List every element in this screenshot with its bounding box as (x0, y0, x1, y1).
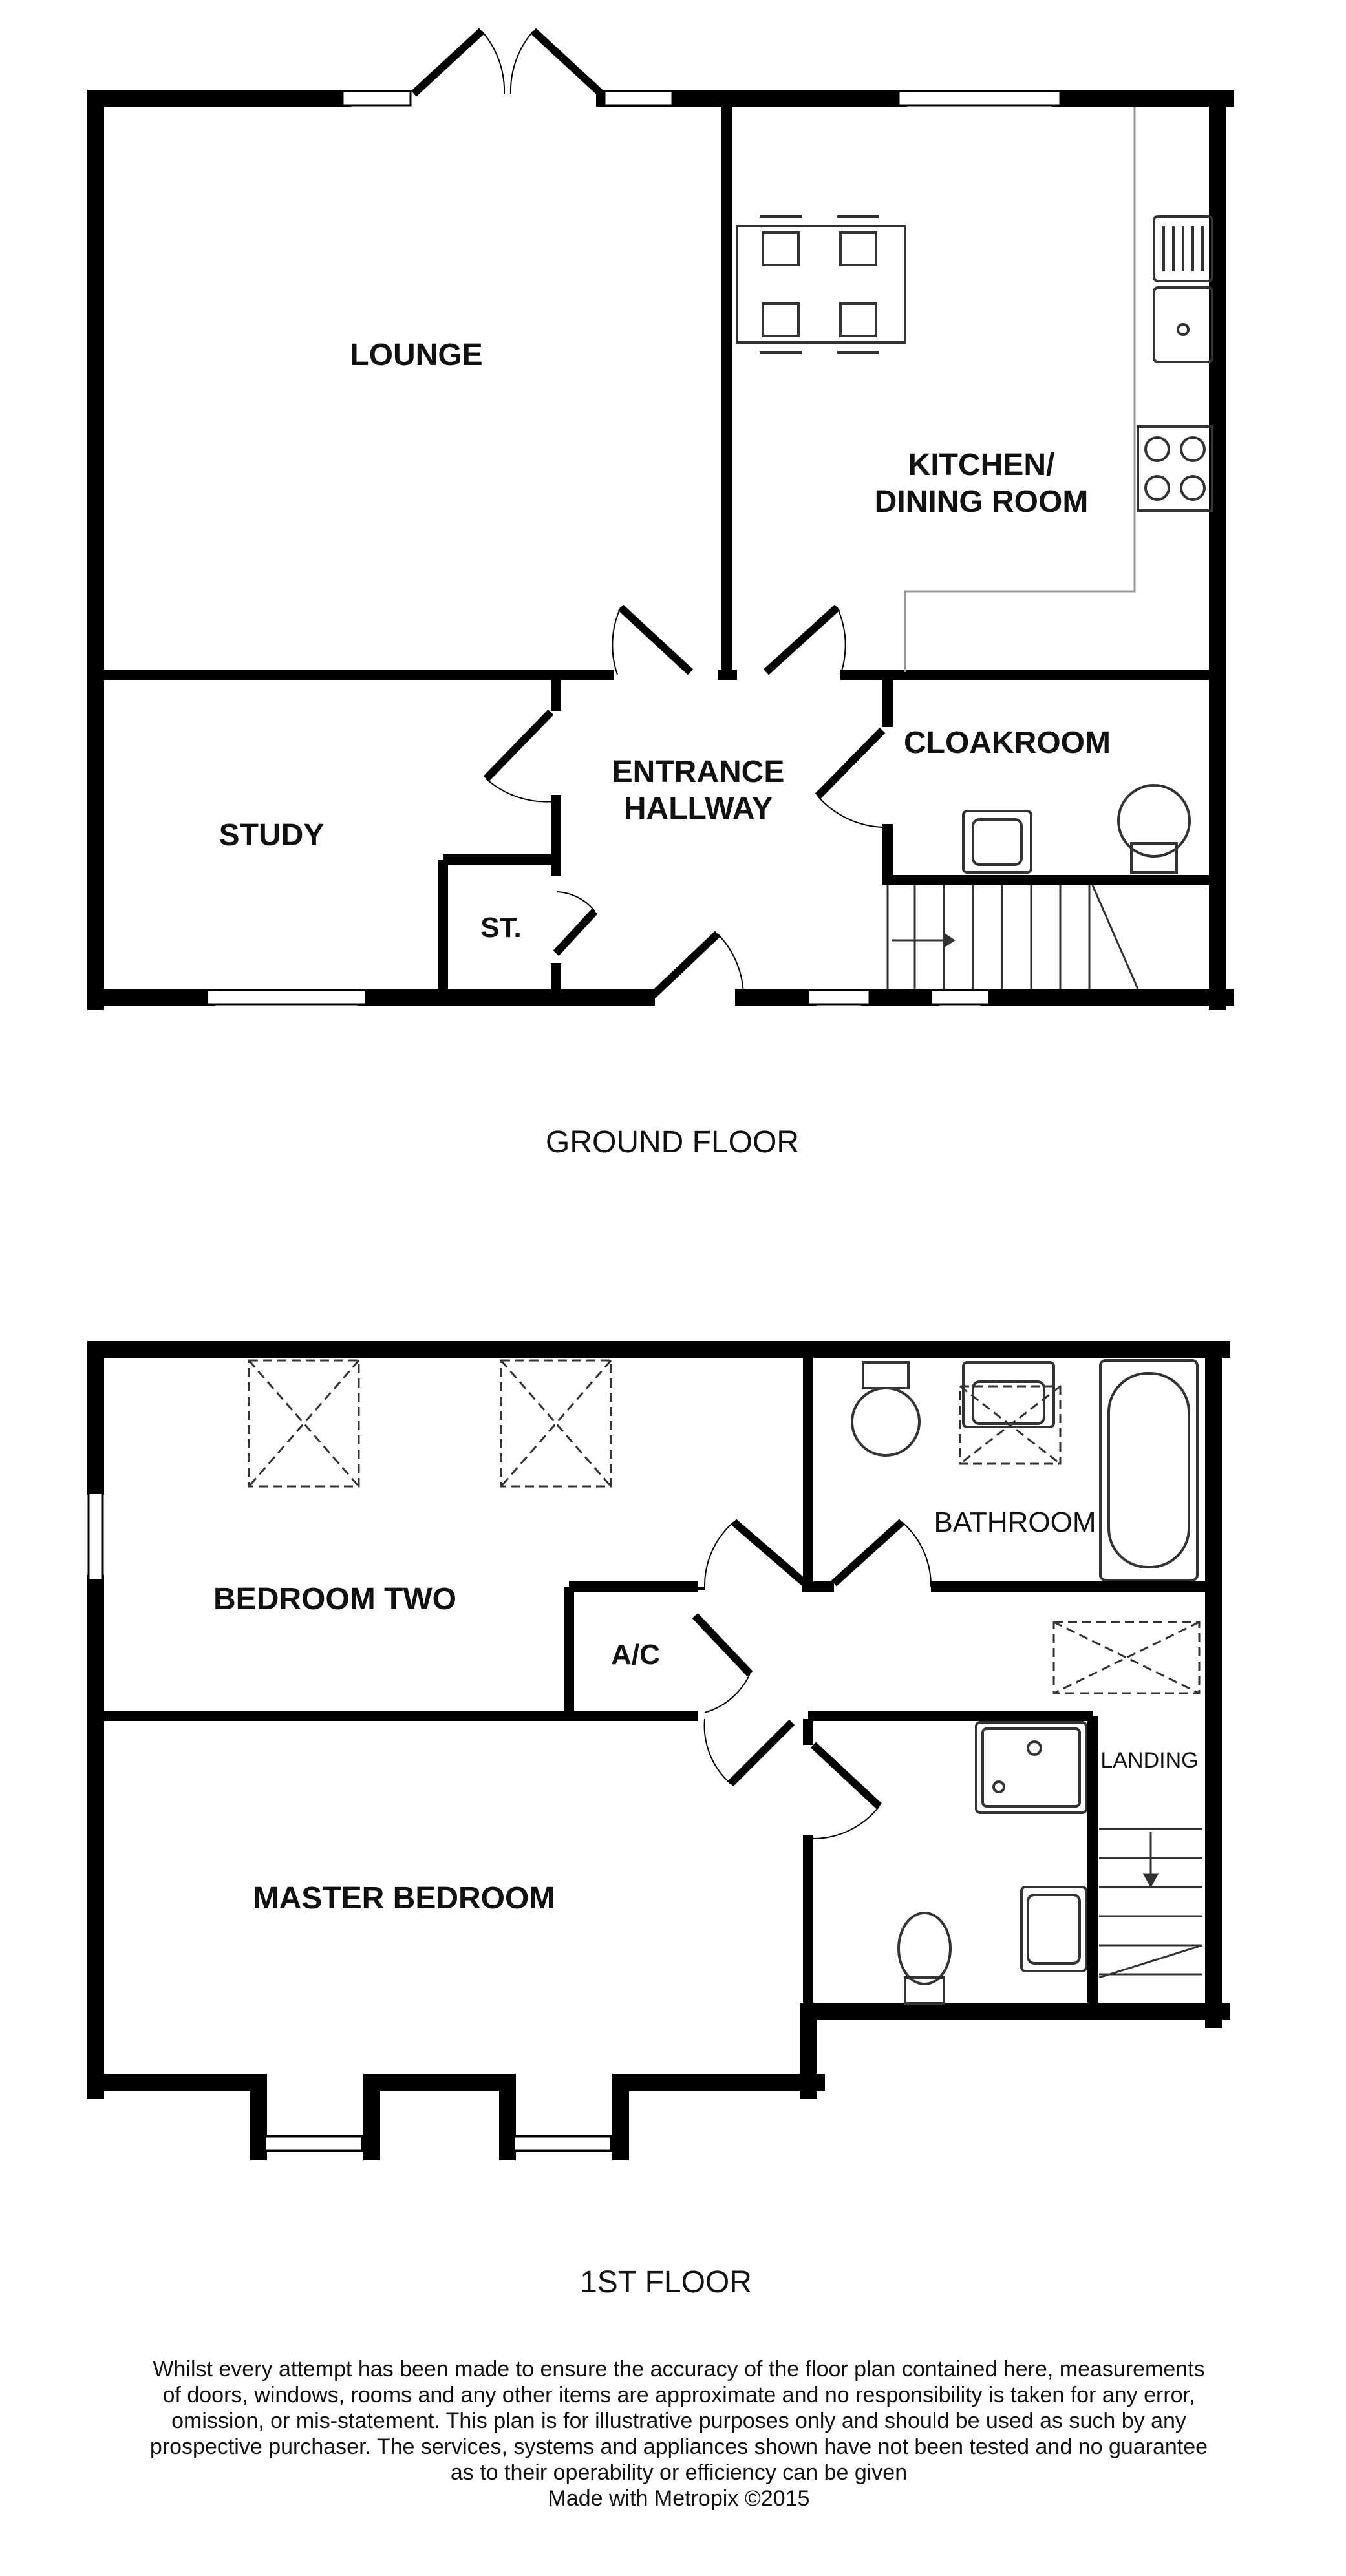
ground-floor-windows (206, 90, 1062, 1006)
master-bedroom-window (513, 2135, 612, 2152)
basin (962, 810, 1032, 874)
kitchen-hob (1137, 425, 1213, 512)
landing-label: LANDING (1100, 1748, 1198, 1773)
basin (1020, 1886, 1087, 1972)
hall-label-line2: HALLWAY (624, 792, 773, 826)
ground-floor-stairs (886, 885, 1139, 989)
hall-label-line1: ENTRANCE (612, 755, 785, 789)
bedroom-two-window (87, 1492, 104, 1581)
first-floor-title: 1ST FLOOR (580, 2265, 752, 2299)
first-floor-windows (87, 1492, 612, 2152)
credit-text: Made with Metropix ©2015 (548, 2486, 810, 2511)
kitchen-label-line2: DINING ROOM (875, 485, 1089, 519)
basin (962, 1361, 1055, 1428)
first-floor-interior-walls (96, 1354, 1213, 2013)
hall-window (807, 989, 871, 1006)
stairs-window (930, 989, 990, 1006)
disclaimer-line: prospective purchaser. The services, sys… (149, 2434, 1208, 2459)
store-label: ST. (480, 912, 522, 944)
shower (975, 1721, 1087, 1814)
ensuite-fixtures (897, 1721, 1087, 2005)
disclaimer-line: as to their operability or efficiency ca… (450, 2460, 908, 2485)
bath (1099, 1359, 1199, 1581)
ground-floor-interior-walls (96, 103, 1217, 997)
wc (897, 1912, 952, 1985)
master-bedroom-label: MASTER BEDROOM (253, 1881, 555, 1916)
bathroom-fixtures (851, 1359, 1199, 1581)
dining-table (736, 215, 906, 354)
kitchen-sink (1153, 215, 1213, 363)
disclaimer-line: of doors, windows, rooms and any other i… (162, 2383, 1195, 2407)
first-floor-doors (692, 1519, 932, 1839)
kitchen-window (897, 90, 1062, 107)
airing-cupboard-label: A/C (611, 1639, 660, 1671)
wc (1117, 784, 1191, 858)
disclaimer-line: omission, or mis-statement. This plan is… (171, 2409, 1186, 2433)
kitchen-label-line1: KITCHEN/ (908, 448, 1055, 482)
lounge-window (341, 90, 412, 107)
wc (851, 1387, 921, 1457)
disclaimer: Whilst every attempt has been made to en… (116, 2356, 1241, 2511)
lounge-window (603, 90, 674, 107)
study-label: STUDY (219, 818, 325, 852)
ground-floor-walls (87, 90, 1234, 1010)
kitchen-worktop (904, 107, 1136, 672)
disclaimer-line: Whilst every attempt has been made to en… (153, 2357, 1205, 2381)
bedroom-two-label: BEDROOM TWO (213, 1582, 456, 1616)
ground-floor-doors (483, 604, 886, 998)
french-doors (411, 28, 604, 97)
cloakroom-fixtures (962, 784, 1191, 874)
study-window (206, 989, 367, 1006)
master-bedroom-window (264, 2135, 363, 2152)
ground-floor-plan: LOUNGE KITCHEN/ DINING ROOM STUDY ENTRAN… (87, 28, 1234, 1159)
first-floor-plan: BEDROOM TWO BATHROOM A/C LANDING MASTER … (87, 1341, 1230, 2299)
bathroom-label: BATHROOM (934, 1506, 1096, 1538)
cloakroom-label: CLOAKROOM (904, 726, 1111, 760)
first-floor-stairs (1098, 1828, 1203, 1979)
ground-floor-title: GROUND FLOOR (546, 1125, 799, 1159)
lounge-label: LOUNGE (350, 338, 482, 372)
